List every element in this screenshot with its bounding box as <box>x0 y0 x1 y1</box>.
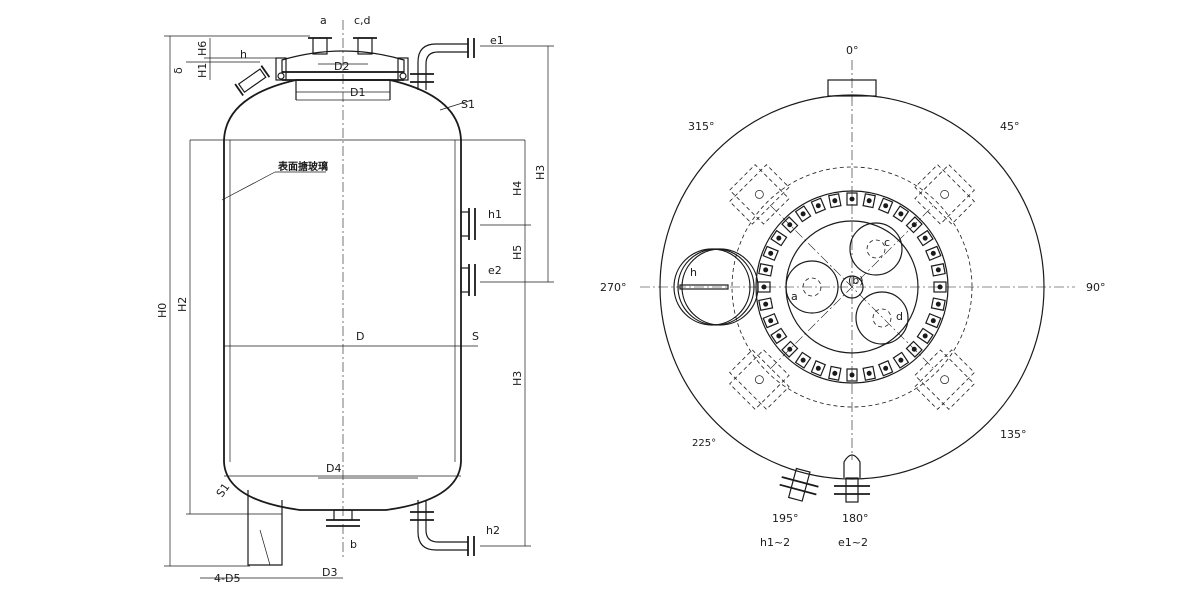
dim-h0-label: H0 <box>156 303 169 318</box>
bolt <box>757 281 771 293</box>
nozzle-e2-label: e2 <box>488 264 502 277</box>
dim-d5-label: 4-D5 <box>214 572 240 585</box>
bolt <box>862 365 876 381</box>
callout-e12-label: e1~2 <box>838 536 868 549</box>
bolt <box>781 216 799 234</box>
bolt <box>877 197 894 214</box>
bolt <box>758 297 774 311</box>
bolt <box>810 360 827 377</box>
bolt <box>781 340 799 358</box>
nozzle-b-plan-label: (b) <box>848 274 864 287</box>
bolt <box>905 216 923 234</box>
bolt-ring <box>757 192 947 382</box>
bolt <box>794 205 812 223</box>
nozzle-h-label: h <box>240 48 247 61</box>
bolt <box>905 340 923 358</box>
dim-s1-top-label: S1 <box>461 98 475 111</box>
angle-225-label: 225° <box>692 438 716 449</box>
dim-d2-label: D2 <box>334 60 349 73</box>
dim-h3-bottom-label: H3 <box>511 371 524 386</box>
bolt <box>925 312 942 329</box>
bolt <box>877 360 894 377</box>
nozzle-a-circle <box>785 260 839 314</box>
bolt <box>892 351 910 369</box>
angle-315-label: 315° <box>688 120 715 133</box>
angle-180-label: 180° <box>842 512 869 525</box>
nozzle-h2-label: h2 <box>486 524 500 537</box>
nozzle-b-circle <box>840 275 864 299</box>
bolt <box>933 281 947 293</box>
dim-h1-label: H1 <box>196 63 209 78</box>
dim-h2-label: H2 <box>176 297 189 312</box>
dim-d4-label: D4 <box>326 462 341 475</box>
bolt <box>770 327 788 345</box>
nozzle-cd-label: c,d <box>354 14 371 27</box>
dim-h3-top-label: H3 <box>534 165 547 180</box>
bolt <box>828 193 842 209</box>
nozzle-c-plan-label: c <box>884 236 890 249</box>
bolt <box>828 365 842 381</box>
callout-h12-label: h1~2 <box>760 536 790 549</box>
nozzle-a-label: a <box>320 14 327 27</box>
bolt <box>846 368 858 382</box>
angle-0-label: 0° <box>846 44 859 57</box>
bolt <box>930 297 946 311</box>
dim-s1-bottom-label: S1 <box>214 481 233 500</box>
nozzle-d-plan-label: d <box>896 310 903 323</box>
bolt <box>916 229 934 247</box>
dim-d-label: D <box>356 330 364 343</box>
nozzle-h-plan-label: h <box>690 266 697 279</box>
angle-45-label: 45° <box>1000 120 1020 133</box>
dim-delta-label: δ <box>172 67 185 74</box>
bolt <box>770 229 788 247</box>
side-elevation: a c,d e1 h H6 δ H1 D2 D1 S1 表面搪玻璃 H3 H4 … <box>156 14 554 585</box>
bolt <box>862 193 876 209</box>
dim-h5-label: H5 <box>511 245 524 260</box>
nozzle-a-plan-label: a <box>791 290 798 303</box>
nozzle-c-circle <box>849 222 903 276</box>
nozzle-b-label: b <box>350 538 357 551</box>
top-plan-view: 0° 45° 90° 135° 180° 195° 225° 270° 315°… <box>600 44 1106 549</box>
bolt <box>930 263 946 277</box>
bolt <box>916 327 934 345</box>
bolt <box>762 245 779 262</box>
nozzle-d-circle <box>855 291 909 345</box>
dim-d1-label: D1 <box>350 86 365 99</box>
bolt <box>810 197 827 214</box>
dim-d3-label: D3 <box>322 566 337 579</box>
bolt <box>846 192 858 206</box>
bolt <box>794 351 812 369</box>
nozzle-e1-label: e1 <box>490 34 504 47</box>
bolt <box>758 263 774 277</box>
bolt <box>925 245 942 262</box>
coating-note: 表面搪玻璃 <box>277 160 328 173</box>
angle-270-label: 270° <box>600 281 627 294</box>
bolt <box>762 312 779 329</box>
bolt <box>892 205 910 223</box>
dim-h6-label: H6 <box>196 41 209 56</box>
angle-135-label: 135° <box>1000 428 1027 441</box>
dim-s-label: S <box>472 330 479 343</box>
angle-90-label: 90° <box>1086 281 1106 294</box>
nozzle-h1-label: h1 <box>488 208 502 221</box>
angle-195-label: 195° <box>772 512 799 525</box>
dim-h4-label: H4 <box>511 181 524 196</box>
